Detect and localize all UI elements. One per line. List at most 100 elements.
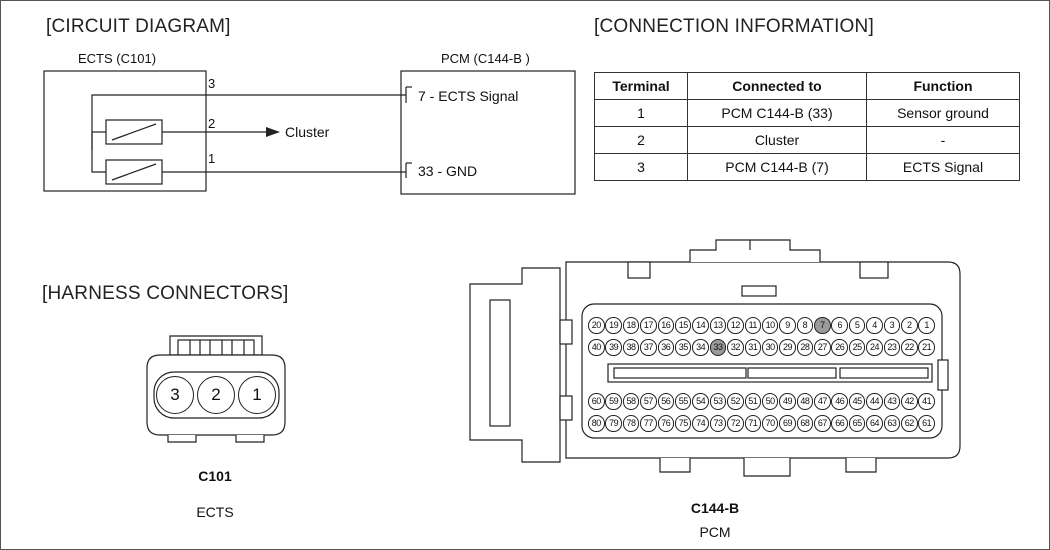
pcm-label: PCM (C144-B ) [441, 51, 530, 66]
pcm-box [400, 70, 576, 195]
pcm-pin7-label: 7 - ECTS Signal [418, 88, 519, 104]
connection-info-title: [CONNECTION INFORMATION] [594, 16, 874, 37]
thermistor-1 [105, 119, 163, 145]
ects-box [43, 70, 207, 192]
c101-code: C101 [198, 468, 232, 484]
c144b-pin: 67 [814, 415, 831, 432]
circuit-diagram-title: [CIRCUIT DIAGRAM] [46, 16, 231, 37]
c101-pin-row: 3 2 1 [156, 376, 276, 414]
c144b-pin: 60 [588, 393, 605, 410]
c144b-pin: 22 [901, 339, 918, 356]
c144b-pin: 54 [692, 393, 709, 410]
c144b-pin: 30 [761, 339, 779, 356]
pcm-pin33-label: 33 - GND [418, 163, 478, 179]
c144b-pin: 62 [901, 415, 918, 432]
ects-pin1-label: 1 [208, 151, 216, 166]
c144b-pin: 17 [640, 317, 657, 334]
connection-table: Terminal Connected to Function 1 PCM C14… [594, 72, 1020, 181]
cluster-arrow [266, 127, 280, 137]
c144b-pin: 25 [848, 339, 866, 356]
c144b-pin: 2 [901, 317, 918, 334]
c144b-pin: 53 [709, 393, 727, 410]
cell-connected-to: Cluster [687, 126, 867, 154]
c144b-pin: 43 [883, 393, 901, 410]
c144b-pin: 64 [866, 415, 883, 432]
c144b-pin: 45 [848, 393, 866, 410]
c144b-pin: 68 [796, 415, 814, 432]
header-connected-to: Connected to [687, 72, 867, 100]
c144b-pin: 15 [674, 317, 692, 334]
c144b-pin: 28 [796, 339, 814, 356]
c144b-pin: 34 [692, 339, 709, 356]
table-row: 1 PCM C144-B (33) Sensor ground [594, 99, 1020, 127]
c144b-pin: 55 [674, 393, 692, 410]
c144b-pin: 21 [918, 339, 935, 356]
c144b-pin: 65 [848, 415, 866, 432]
c101-pin: 3 [156, 376, 194, 414]
c144b-pin: 80 [588, 415, 605, 432]
c144b-pin: 59 [605, 393, 622, 410]
c101-name: ECTS [196, 504, 234, 520]
c144b-pin: 77 [640, 415, 657, 432]
c144b-pin: 36 [657, 339, 675, 356]
cell-connected-to: PCM C144-B (7) [687, 153, 867, 181]
ects-label: ECTS (C101) [78, 51, 157, 66]
c144b-pin: 5 [848, 317, 866, 334]
c144b-pin: 32 [727, 339, 744, 356]
c144b-name: PCM [699, 524, 731, 540]
c101-pin: 2 [197, 376, 235, 414]
c144b-pin: 16 [657, 317, 675, 334]
c101-pin-label: 1 [252, 385, 262, 404]
cell-function: Sensor ground [866, 99, 1020, 127]
c144b-pin: 44 [866, 393, 883, 410]
c144b-pin: 78 [622, 415, 640, 432]
c144b-pin: 74 [692, 415, 709, 432]
c144b-pin: 33 [709, 339, 727, 356]
c144b-pin: 51 [744, 393, 762, 410]
cell-connected-to: PCM C144-B (33) [687, 99, 867, 127]
c144b-pin: 56 [657, 393, 675, 410]
table-header-row: Terminal Connected to Function [594, 72, 1020, 100]
c144b-pin: 42 [901, 393, 918, 410]
c144b-pin: 63 [883, 415, 901, 432]
thermistor-2 [105, 159, 163, 185]
harness-connectors-title: [HARNESS CONNECTORS] [42, 283, 289, 304]
c144b-pin: 79 [605, 415, 622, 432]
c144b-pin: 9 [779, 317, 796, 334]
c101-pin-label: 2 [211, 385, 221, 404]
c144b-pin: 39 [605, 339, 622, 356]
table-row: 3 PCM C144-B (7) ECTS Signal [594, 153, 1020, 181]
c144b-pin: 23 [883, 339, 901, 356]
c144b-pin: 70 [761, 415, 779, 432]
c144b-code: C144-B [690, 500, 740, 516]
c144b-pin: 13 [709, 317, 727, 334]
c144b-pin: 10 [761, 317, 779, 334]
c144b-pin: 27 [814, 339, 831, 356]
c144b-pin: 50 [761, 393, 779, 410]
c144b-pin: 52 [727, 393, 744, 410]
c144b-pin: 46 [831, 393, 848, 410]
cell-function: - [866, 126, 1020, 154]
c144b-pin: 24 [866, 339, 883, 356]
c101-pin: 1 [238, 376, 276, 414]
c144b-pin: 38 [622, 339, 640, 356]
c144b-pin: 40 [588, 339, 605, 356]
c144b-pin: 48 [796, 393, 814, 410]
c144b-pin: 72 [727, 415, 744, 432]
c144b-pin: 7 [814, 317, 831, 334]
c144b-pin: 35 [674, 339, 692, 356]
c144b-pin: 3 [883, 317, 901, 334]
c144b-pin: 58 [622, 393, 640, 410]
c144b-pin: 47 [814, 393, 831, 410]
c144b-pin: 14 [692, 317, 709, 334]
c144b-pin: 20 [588, 317, 605, 334]
c144b-pin: 1 [918, 317, 935, 334]
c144b-pin: 73 [709, 415, 727, 432]
header-terminal: Terminal [594, 72, 688, 100]
c144b-pin: 75 [674, 415, 692, 432]
c144b-pin: 49 [779, 393, 796, 410]
